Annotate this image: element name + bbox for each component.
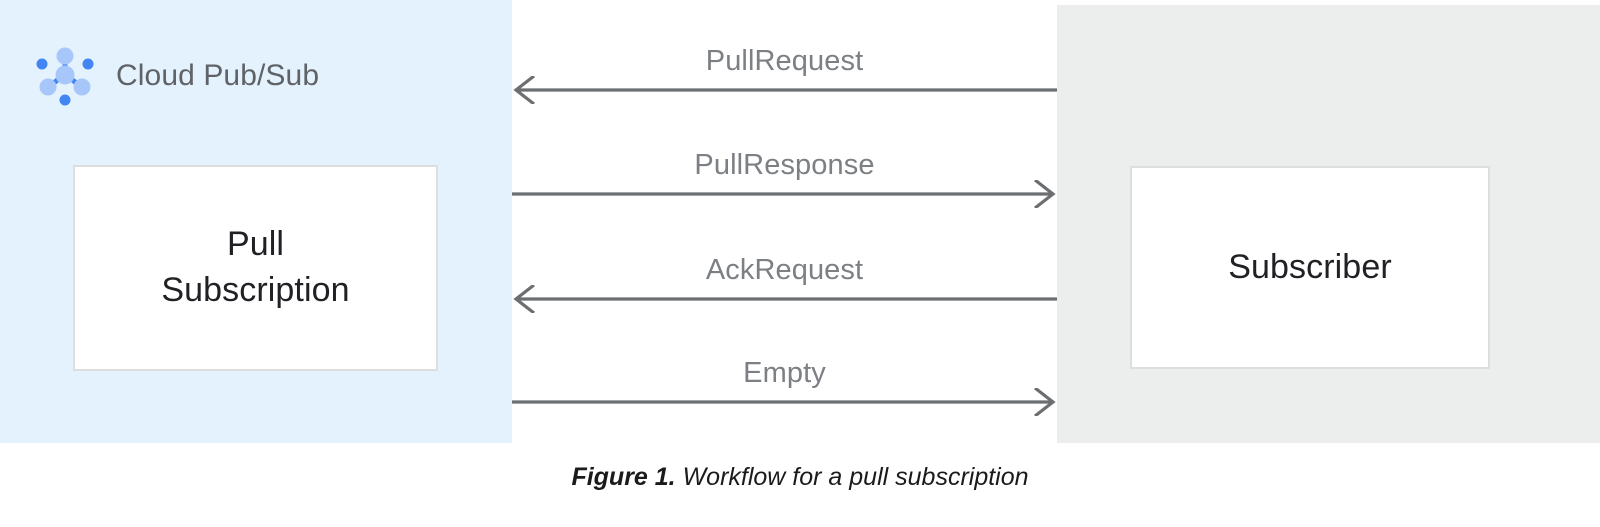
- flow-label-ack-request: AckRequest: [705, 254, 864, 286]
- pull-subscription-box: Pull Subscription: [73, 165, 438, 371]
- arrow-right-empty: [512, 388, 1056, 416]
- pull-subscription-label: Pull Subscription: [161, 222, 349, 314]
- pull-subscription-label-line-1: Pull: [226, 225, 285, 264]
- figure-caption-text: Workflow for a pull subscription: [682, 463, 1029, 491]
- flow-row-pull-request: PullRequest: [512, 0, 1057, 104]
- service-header: Cloud Pub/Sub: [34, 45, 319, 107]
- flow-row-pull-response: PullResponse: [512, 104, 1057, 208]
- arrow-right-pull-response: [512, 180, 1056, 208]
- flow-row-empty: Empty: [512, 312, 1057, 416]
- subscriber-panel: Subscriber: [1057, 5, 1600, 443]
- flow-row-ack-request: AckRequest: [512, 209, 1057, 313]
- flow-label-pull-request: PullRequest: [705, 45, 864, 77]
- subscriber-box: Subscriber: [1130, 166, 1490, 369]
- flow-label-empty: Empty: [743, 357, 826, 389]
- flow-label-pull-response: PullResponse: [694, 149, 875, 181]
- arrow-left-ack-request: [513, 285, 1057, 313]
- subscriber-label: Subscriber: [1228, 247, 1392, 286]
- arrow-left-pull-request: [513, 76, 1057, 104]
- cloud-pubsub-panel: Cloud Pub/Sub Pull Subscription: [0, 0, 512, 443]
- figure-caption-number: Figure 1.: [571, 463, 676, 491]
- service-label: Cloud Pub/Sub: [116, 59, 320, 92]
- cloud-pubsub-icon: [36, 47, 94, 106]
- pull-subscription-label-line-2: Subscription: [161, 271, 350, 309]
- figure-caption: Figure 1. Workflow for a pull subscripti…: [0, 463, 1600, 492]
